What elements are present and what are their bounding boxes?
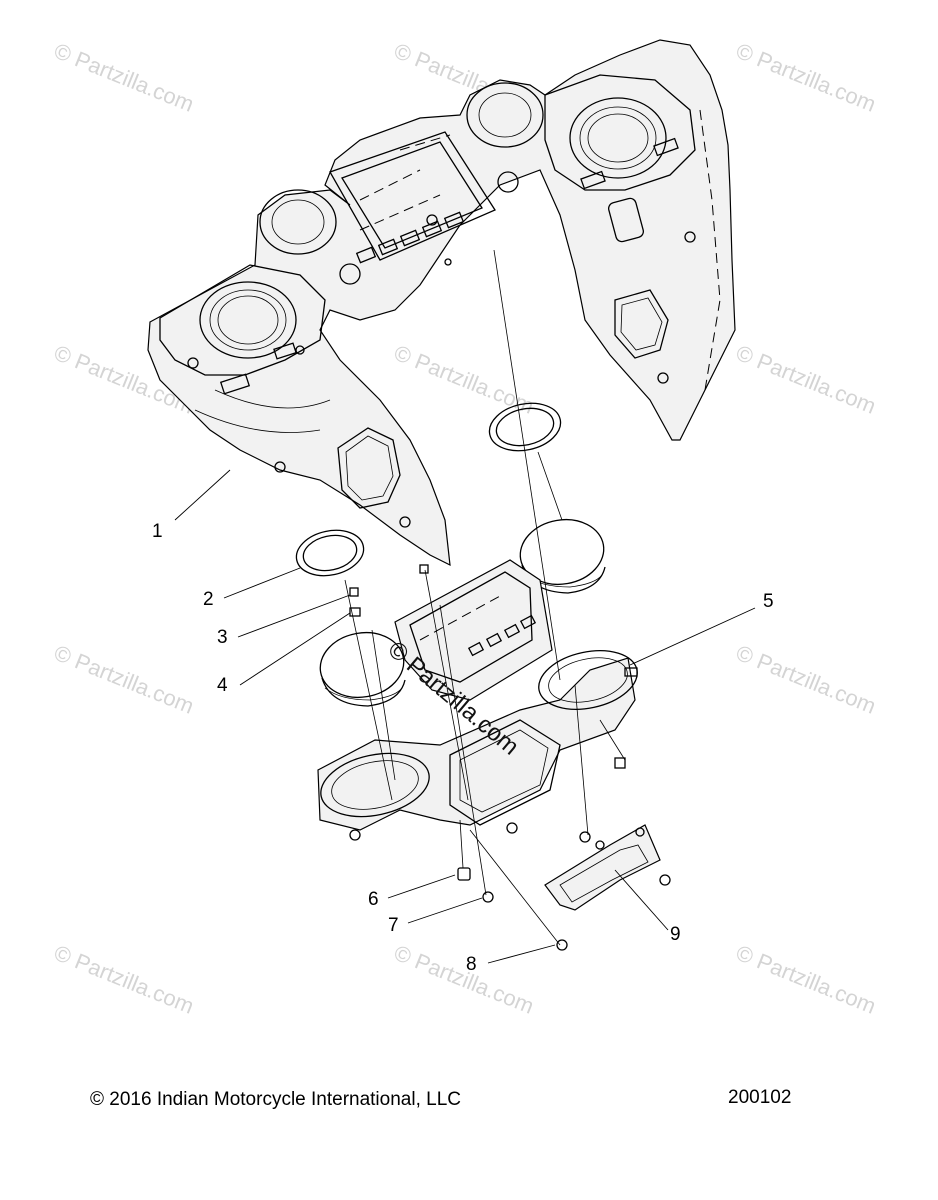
- diagram-number: 200102: [728, 1087, 792, 1108]
- bracket: [544, 824, 661, 911]
- display-module: [394, 559, 553, 701]
- callout-8: 8: [466, 954, 477, 975]
- small-fasteners: [457, 822, 671, 951]
- trim-ring-left: [295, 529, 365, 577]
- callout-5: 5: [763, 591, 774, 612]
- callout-9: 9: [670, 924, 681, 945]
- trim-ring-right: [488, 402, 562, 452]
- callout-3: 3: [217, 627, 228, 648]
- callout-2: 2: [203, 589, 214, 610]
- copyright-text: © 2016 Indian Motorcycle International, …: [90, 1089, 461, 1110]
- assembly-lines: [344, 249, 626, 946]
- lower-mount-housing: [317, 650, 638, 841]
- callout-6: 6: [368, 889, 379, 910]
- fairing-inner-panel: [147, 39, 736, 567]
- callout-leaders: [174, 469, 756, 964]
- callout-7: 7: [388, 915, 399, 936]
- callout-1: 1: [152, 521, 163, 542]
- callout-4: 4: [217, 675, 228, 696]
